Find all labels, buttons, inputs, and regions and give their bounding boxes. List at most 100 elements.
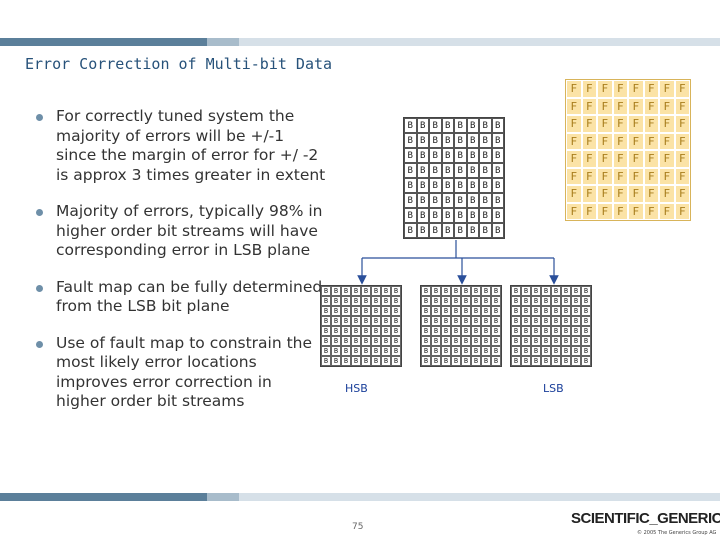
grid-cell: B <box>331 316 341 326</box>
grid-cell: B <box>451 316 461 326</box>
grid-cell: F <box>612 115 628 133</box>
grid-cell: B <box>381 296 391 306</box>
grid-cell: B <box>471 296 481 306</box>
grid-cell: B <box>351 356 361 366</box>
grid-cell: B <box>479 163 492 178</box>
grid-cell: B <box>451 336 461 346</box>
footer-bar-mid <box>207 493 239 501</box>
footer-bar-light <box>239 493 720 501</box>
grid-cell: B <box>466 223 479 238</box>
grid-cell: B <box>391 326 401 336</box>
grid-cell: B <box>404 118 417 133</box>
grid-cell: F <box>643 80 659 98</box>
footer-bar-dark <box>0 493 207 501</box>
grid-cell: B <box>331 286 341 296</box>
grid-cell: B <box>491 163 504 178</box>
grid-cell: B <box>371 286 381 296</box>
bullet-dot-icon <box>36 340 43 348</box>
grid-cell: B <box>571 356 581 366</box>
grid-cell: B <box>481 336 491 346</box>
grid-cell: B <box>541 336 551 346</box>
grid-cell: B <box>491 306 501 316</box>
grid-cell: F <box>628 80 644 98</box>
grid-cell: B <box>581 346 591 356</box>
grid-cell: B <box>429 208 442 223</box>
grid-cell: B <box>416 163 429 178</box>
grid-cell: B <box>351 346 361 356</box>
grid-cell: B <box>491 193 504 208</box>
grid-cell: F <box>659 185 675 203</box>
grid-cell: B <box>404 148 417 163</box>
grid-cell: F <box>597 115 613 133</box>
grid-cell: B <box>461 326 471 336</box>
grid-cell: B <box>454 193 467 208</box>
grid-cell: F <box>674 202 690 220</box>
header-bar-mid <box>207 38 239 46</box>
grid-cell: F <box>643 132 659 150</box>
grid-cell: F <box>612 167 628 185</box>
grid-cell: F <box>581 97 597 115</box>
grid-cell: B <box>391 296 401 306</box>
grid-cell: B <box>479 208 492 223</box>
header-bar-light <box>239 38 720 46</box>
slide-title: Error Correction of Multi-bit Data <box>25 55 333 73</box>
bullet-list: For correctly tuned system the majority … <box>36 107 326 429</box>
grid-cell: B <box>571 316 581 326</box>
grid-cell: F <box>581 202 597 220</box>
grid-cell: B <box>571 346 581 356</box>
grid-cell: B <box>391 356 401 366</box>
grid-cell: B <box>416 178 429 193</box>
grid-cell: B <box>461 296 471 306</box>
grid-cell: B <box>404 178 417 193</box>
grid-cell: F <box>674 115 690 133</box>
grid-cell: B <box>429 163 442 178</box>
grid-cell: B <box>471 316 481 326</box>
grid-cell: B <box>571 306 581 316</box>
grid-cell: B <box>491 133 504 148</box>
grid-cell: B <box>404 133 417 148</box>
grid-cell: B <box>541 286 551 296</box>
grid-cell: B <box>451 326 461 336</box>
grid-cell: B <box>416 223 429 238</box>
grid-cell: F <box>628 115 644 133</box>
grid-cell: B <box>421 306 431 316</box>
grid-cell: B <box>521 316 531 326</box>
bullet-item: Use of fault map to constrain the most l… <box>36 334 326 412</box>
grid-cell: B <box>541 326 551 336</box>
bullet-dot-icon <box>36 114 43 121</box>
grid-cell: F <box>659 202 675 220</box>
grid-cell: B <box>581 316 591 326</box>
grid-cell: B <box>361 296 371 306</box>
grid-cell: B <box>531 316 541 326</box>
grid-cell: B <box>441 118 454 133</box>
grid-cell: B <box>441 163 454 178</box>
grid-cell: B <box>471 326 481 336</box>
grid-cell: B <box>441 346 451 356</box>
grid-cell: B <box>371 346 381 356</box>
grid-cell: F <box>566 150 582 168</box>
grid-cell: F <box>597 97 613 115</box>
grid-cell: F <box>659 115 675 133</box>
grid-cell: B <box>581 306 591 316</box>
grid-cell: B <box>541 316 551 326</box>
grid-cell: B <box>454 118 467 133</box>
grid-cell: F <box>643 185 659 203</box>
grid-cell: B <box>531 336 541 346</box>
page-number: 75 <box>352 522 364 532</box>
grid-cell: B <box>361 306 371 316</box>
grid-cell: F <box>643 115 659 133</box>
grid-cell: B <box>381 356 391 366</box>
bullet-dot-icon <box>36 209 43 216</box>
grid-cell: B <box>371 336 381 346</box>
grid-cell: B <box>321 336 331 346</box>
grid-cell: B <box>404 208 417 223</box>
grid-cell: B <box>381 336 391 346</box>
grid-cell: B <box>491 178 504 193</box>
grid-cell: B <box>466 193 479 208</box>
grid-cell: B <box>481 286 491 296</box>
grid-cell: B <box>451 306 461 316</box>
grid-cell: B <box>491 118 504 133</box>
grid-cell: B <box>551 346 561 356</box>
grid-cell: B <box>461 306 471 316</box>
grid-cell: B <box>421 316 431 326</box>
